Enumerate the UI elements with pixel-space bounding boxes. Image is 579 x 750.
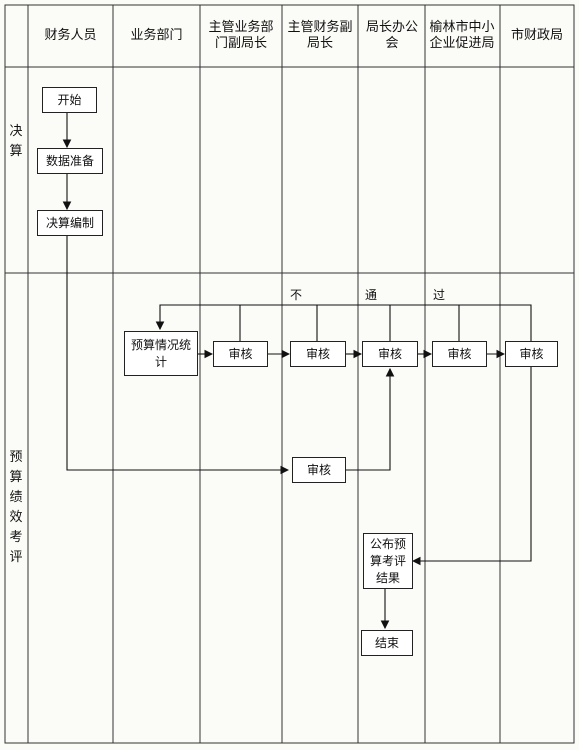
- node-review-dept-deputy: 审核: [213, 341, 268, 367]
- header-finance-staff: 财务人员: [44, 28, 97, 43]
- header-office-meeting: 局长办公会: [365, 20, 418, 51]
- node-review-office-meeting: 审核: [362, 341, 418, 367]
- node-review-sme-bureau: 审核: [432, 341, 487, 367]
- node-review-finance-deputy-lower: 审核: [292, 457, 346, 483]
- header-dept-deputy: 主管业务部门副局长: [208, 20, 274, 51]
- node-review-city-finance: 审核: [505, 341, 558, 367]
- header-sme-bureau: 榆林市中小企业促进局: [429, 20, 495, 51]
- header-city-finance: 市财政局: [510, 28, 563, 43]
- loop-label-3: 过: [433, 288, 446, 302]
- arrow-lower-to-office: [346, 367, 395, 471]
- node-data-prep: 数据准备: [37, 148, 103, 174]
- node-review-finance-deputy: 审核: [290, 341, 346, 367]
- arrow-compile-to-review: [66, 236, 290, 475]
- connectors: [62, 113, 532, 630]
- loop-label-1: 不: [290, 288, 303, 302]
- header-business-dept: 业务部门: [130, 28, 183, 43]
- table-grid: [4, 4, 575, 744]
- loop-label-2: 通: [365, 288, 378, 302]
- node-end: 结束: [361, 630, 413, 656]
- node-budget-stats: 预算情况统计: [124, 331, 198, 376]
- row-label-final-accounts: 决算: [9, 124, 23, 159]
- node-publish-results: 公布预算考评结果: [363, 533, 413, 589]
- row-label-budget-evaluation: 预算绩效考评: [9, 450, 23, 565]
- loop-return-line: [155, 304, 532, 341]
- node-compile: 决算编制: [37, 210, 103, 236]
- table-border: [4, 4, 575, 744]
- header-finance-deputy: 主管财务副局长: [287, 20, 353, 51]
- node-start: 开始: [42, 87, 97, 113]
- arrow-city-to-publish: [411, 367, 532, 566]
